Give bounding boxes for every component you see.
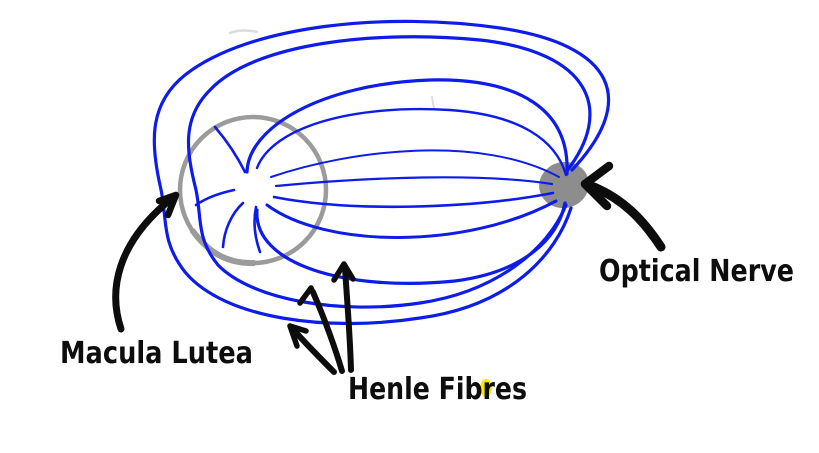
labels-group: Macula Lutea Henle Fibres Optical Nerve [60, 254, 794, 407]
optical-nerve-arrow-shaft [589, 182, 666, 252]
fovea-stub-up-left [213, 125, 247, 174]
henle-arrows [287, 261, 356, 375]
fibre-upper-arc [245, 78, 569, 176]
fibre-lower-arc [265, 199, 558, 239]
optical-nerve-arrowhead-icon [580, 161, 614, 211]
fibre-lower-arc [272, 191, 555, 209]
fibre-papillomacular-thin [270, 149, 560, 178]
macula-ring-group [177, 114, 329, 267]
callout-arrows-group [112, 161, 666, 375]
fibre-lower-arc [255, 201, 567, 285]
fibre-inner-loop [186, 35, 592, 309]
henle-arrowhead-icon [287, 323, 309, 349]
fibre-papillomacular [274, 176, 554, 188]
optical-nerve-arrow [580, 161, 666, 252]
optical-nerve-label: Optical Nerve [599, 254, 794, 289]
henle-arrowhead-icon [297, 285, 321, 307]
macula-arrowhead-icon [155, 191, 180, 219]
macula-arrow [112, 191, 180, 333]
fibre-upper-arc [255, 107, 568, 177]
fovea-stub-down-left [221, 201, 245, 249]
macula-arrow-shaft [112, 195, 175, 333]
henle-arrow-shaft [342, 265, 354, 373]
pencil-dash [431, 96, 435, 110]
yellow-highlight-fleck [480, 379, 492, 397]
faint-pencil-marks [228, 29, 435, 110]
fovea-stub-down [253, 205, 262, 254]
macula-ring-thick-stroke [189, 228, 256, 267]
fibre-outer-loop [152, 19, 611, 326]
henle-arrowhead-icon [331, 261, 356, 283]
fovea-stub-left [194, 188, 236, 207]
macula-lutea-label: Macula Lutea [60, 336, 253, 371]
nerve-fibres-group [152, 19, 611, 326]
henle-fibres-label: Henle Fibres [348, 372, 527, 407]
pencil-smudge [228, 29, 259, 35]
henle-arrow-shaft [290, 326, 337, 375]
